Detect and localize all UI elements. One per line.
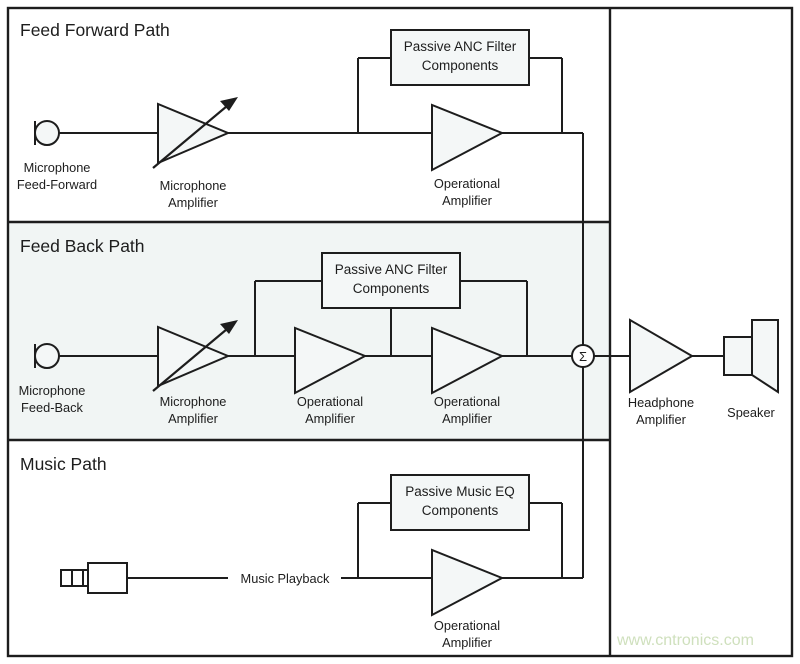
passive-anc-filter-ff-label-line1: Passive ANC Filter bbox=[404, 39, 517, 54]
feed-back-band bbox=[8, 222, 610, 440]
operational-amplifier-fb1-label-line2: Amplifier bbox=[305, 411, 356, 426]
summing-node-symbol: Σ bbox=[579, 349, 587, 364]
operational-amplifier-fb2-label-line2: Amplifier bbox=[442, 411, 493, 426]
headphone-amplifier-symbol bbox=[629, 318, 694, 394]
operational-amplifier-fb1-symbol bbox=[294, 326, 368, 395]
music-playback-label: Music Playback bbox=[241, 571, 330, 586]
section-title-feed-forward: Feed Forward Path bbox=[20, 20, 170, 40]
passive-anc-filter-ff-box bbox=[390, 29, 530, 86]
speaker-symbol bbox=[723, 319, 779, 394]
watermark-text: www.cntronics.com bbox=[616, 632, 754, 649]
operational-amplifier-music-label-line1: Operational bbox=[434, 618, 500, 633]
headphone-jack-icon bbox=[60, 562, 128, 594]
microphone-feed-forward-label-line1: Microphone bbox=[24, 160, 91, 175]
passive-music-eq-box bbox=[390, 474, 530, 531]
operational-amplifier-ff-label-line2: Amplifier bbox=[442, 193, 493, 208]
operational-amplifier-ff-label-line1: Operational bbox=[434, 176, 500, 191]
microphone-feed-back-symbol bbox=[34, 343, 60, 369]
summing-node: Σ bbox=[571, 344, 595, 368]
microphone-feed-forward-symbol bbox=[34, 120, 60, 146]
microphone-feed-back-label-line2: Feed-Back bbox=[21, 400, 83, 415]
passive-anc-filter-fb-label-line2: Components bbox=[353, 281, 430, 296]
passive-music-eq-label-line1: Passive Music EQ bbox=[405, 484, 515, 499]
microphone-amplifier-fb-label-line1: Microphone bbox=[160, 394, 227, 409]
operational-amplifier-fb1-label-line1: Operational bbox=[297, 394, 363, 409]
section-title-feed-back: Feed Back Path bbox=[20, 236, 145, 256]
microphone-amplifier-ff-label-line2: Amplifier bbox=[168, 195, 219, 210]
headphone-amplifier-label-line1: Headphone bbox=[628, 395, 694, 410]
headphone-amplifier-label-line2: Amplifier bbox=[636, 412, 687, 427]
operational-amplifier-ff-symbol bbox=[431, 103, 505, 172]
passive-anc-filter-fb-label-line1: Passive ANC Filter bbox=[335, 262, 448, 277]
passive-anc-filter-ff-label-line2: Components bbox=[422, 58, 499, 73]
operational-amplifier-music-label-line2: Amplifier bbox=[442, 635, 493, 650]
operational-amplifier-fb2-symbol bbox=[431, 326, 505, 395]
diagram-outer-frame bbox=[6, 6, 794, 658]
passive-music-eq-label-line2: Components bbox=[422, 503, 499, 518]
speaker-label: Speaker bbox=[727, 405, 775, 420]
microphone-feed-back-label-line1: Microphone bbox=[19, 383, 86, 398]
microphone-feed-forward-label-line2: Feed-Forward bbox=[17, 177, 97, 192]
microphone-amplifier-fb-symbol bbox=[152, 320, 238, 392]
operational-amplifier-fb2-label-line1: Operational bbox=[434, 394, 500, 409]
passive-anc-filter-fb-box bbox=[321, 252, 461, 309]
microphone-amplifier-ff-symbol bbox=[152, 97, 238, 169]
section-title-music: Music Path bbox=[20, 454, 107, 474]
microphone-amplifier-ff-label-line1: Microphone bbox=[160, 178, 227, 193]
microphone-amplifier-fb-label-line2: Amplifier bbox=[168, 411, 219, 426]
operational-amplifier-music-symbol bbox=[431, 548, 505, 617]
